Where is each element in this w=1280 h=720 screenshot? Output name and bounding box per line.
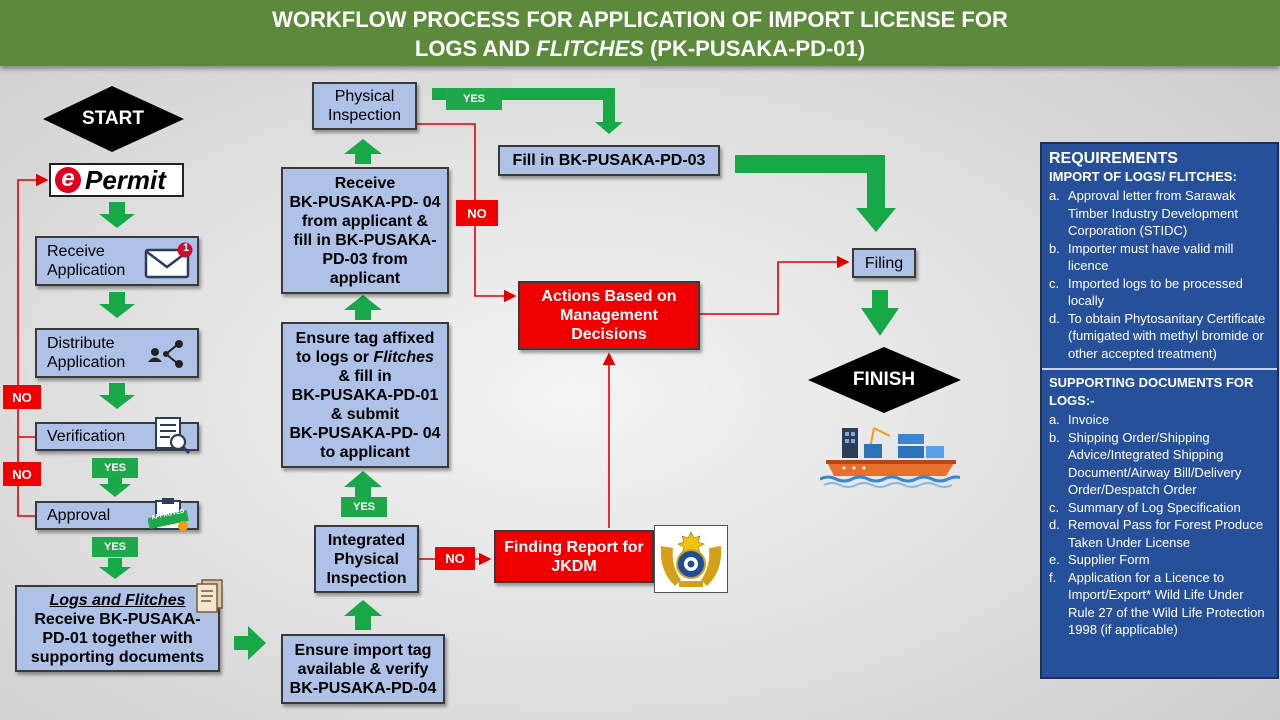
yes-label-integrated: YES <box>341 497 387 517</box>
filing-box: Filing <box>852 248 916 278</box>
requirements-subheading: IMPORT OF LOGS/ FLITCHES: <box>1049 168 1237 184</box>
yes-label-physical: YES <box>446 88 502 110</box>
line-actions-filing <box>700 255 850 315</box>
no-label-physical: NO <box>456 200 498 226</box>
arrow-up-affixed <box>344 295 382 320</box>
receive-pd01-box: Logs and Flitches Receive BK-PUSAKA- PD-… <box>15 585 220 672</box>
jkdm-crest <box>654 525 728 593</box>
finish-label: FINISH <box>852 369 916 390</box>
list-item: b.Shipping Order/Shipping Advice/Integra… <box>1049 429 1242 498</box>
no-label-approval: NO <box>3 462 41 486</box>
title-line-1: WORKFLOW PROCESS FOR APPLICATION OF IMPO… <box>272 7 1008 32</box>
requirements-panel: REQUIREMENTS IMPORT OF LOGS/ FLITCHES: a… <box>1040 142 1279 679</box>
no-label-verification: NO <box>3 385 41 409</box>
jkdm-crest-icon <box>660 531 722 587</box>
arrow-down-receive <box>99 292 135 318</box>
no-loop-verification <box>17 173 49 438</box>
list-item: d.To obtain Phytosanitary Certificate (f… <box>1049 310 1266 361</box>
arrow-right-pd01 <box>234 626 266 660</box>
cargo-ship-icon <box>820 427 960 488</box>
ensure-import-tag-box: Ensure import tag available & verify BK-… <box>281 634 445 704</box>
start-label: START <box>82 108 144 129</box>
list-item: a.Approval letter from Sarawak Timber In… <box>1049 188 1239 238</box>
epermit-e-icon: e <box>55 167 81 193</box>
list-item: b.Importer must have valid mill licence <box>1049 240 1234 274</box>
arrow-pd03-filing <box>735 155 896 232</box>
title-line-2: LOGS AND FLITCHES (PK-PUSAKA-PD-01) <box>414 36 866 61</box>
actions-box: Actions Based on Management Decisions <box>518 281 700 350</box>
supporting-docs-heading: SUPPORTING DOCUMENTS FOR LOGS:- <box>1049 375 1254 408</box>
page-title: WORKFLOW PROCESS FOR APPLICATION OF IMPO… <box>0 0 1280 66</box>
arrow-up-receive <box>344 139 382 164</box>
document-stack-icon <box>196 579 223 613</box>
requirements-list: a.Approval letter from Sarawak Timber In… <box>1042 187 1277 362</box>
yes-label-verification: YES <box>92 458 138 478</box>
integrated-inspection-box: Integrated Physical Inspection <box>314 525 419 593</box>
receive-pd04-box: Receive BK-PUSAKA-PD- 04 from applicant … <box>281 167 449 294</box>
list-item: f.Application for a Licence to Import/Ex… <box>1049 569 1265 638</box>
distribute-application-box: Distribute Application <box>35 328 199 378</box>
arrow-down-epermit <box>99 202 135 228</box>
requirements-heading: REQUIREMENTS <box>1049 150 1178 167</box>
approved-clipboard-icon <box>148 498 189 531</box>
supporting-docs-list: a.Invoice b.Shipping Order/Shipping Advi… <box>1042 411 1277 639</box>
fill-pd03-box: Fill in BK-PUSAKA-PD-03 <box>498 145 720 176</box>
arrow-down-approval <box>99 558 131 579</box>
arrow-up-ensure <box>344 600 382 630</box>
finish-diamond <box>808 347 961 413</box>
physical-inspection-box: Physical Inspection <box>312 82 417 130</box>
finding-report-box: Finding Report for JKDM <box>494 530 654 583</box>
ensure-tag-affixed-box: Ensure tag affixed to logs or Flitches &… <box>281 322 449 468</box>
mail-badge: 1 <box>182 242 190 254</box>
start-diamond <box>43 86 184 152</box>
epermit-logo: e Permit <box>49 163 184 197</box>
arrow-down-distribute <box>99 383 135 409</box>
list-item: c.Imported logs to be processed locally <box>1049 275 1243 309</box>
yes-label-approval: YES <box>92 537 138 557</box>
document-check-icon <box>155 417 191 455</box>
list-item: d.Removal Pass for Forest Produce Taken … <box>1049 517 1264 550</box>
list-item: a.Invoice <box>1049 412 1110 427</box>
list-item: c.Summary of Log Specification <box>1049 499 1241 515</box>
share-icon <box>148 340 183 368</box>
requirements-divider <box>1042 368 1277 370</box>
no-label-integrated: NO <box>435 547 475 570</box>
arrow-down-filing <box>861 290 899 336</box>
list-item: e.Supplier Form <box>1049 552 1150 567</box>
mail-icon <box>144 242 193 279</box>
arrow-up-integrated <box>344 471 382 499</box>
arrow-down-verification <box>99 476 131 497</box>
